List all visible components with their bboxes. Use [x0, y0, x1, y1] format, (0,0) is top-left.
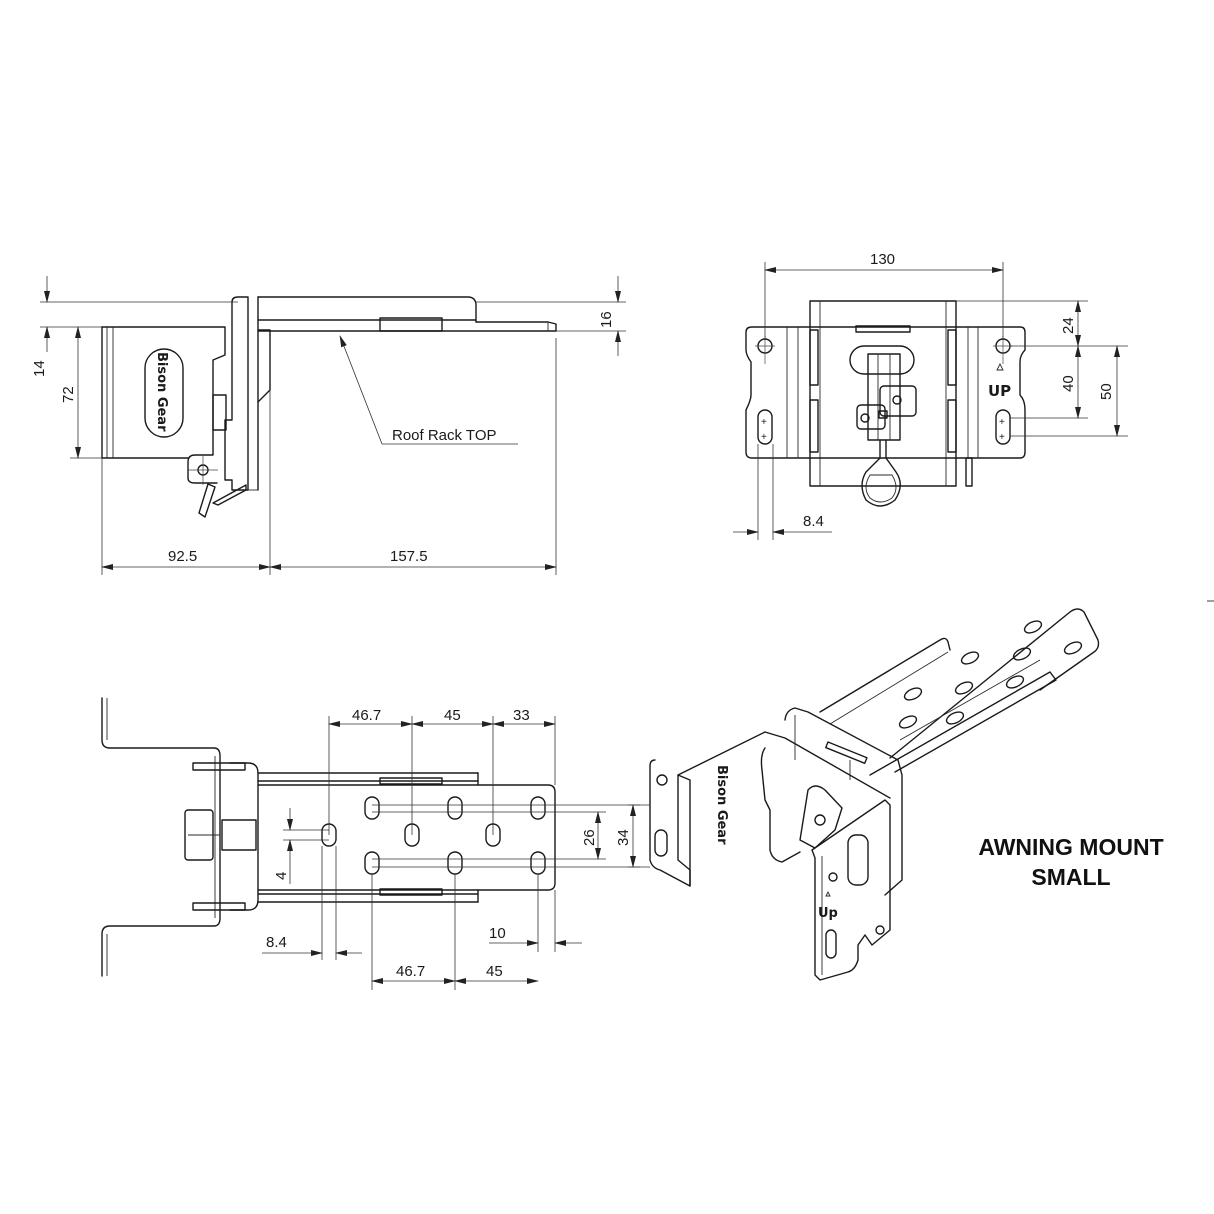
svg-text:+: +	[999, 432, 1005, 443]
dim-50: 50	[1098, 383, 1115, 400]
dim-45-bottom: 45	[486, 963, 503, 980]
title-line-1: AWNING MOUNT	[978, 834, 1164, 860]
title-line-2: SMALL	[1031, 864, 1111, 890]
dim-46-7-bottom: 46.7	[396, 963, 425, 980]
dim-14: 14	[31, 360, 48, 377]
dim-8-4-top: 8.4	[266, 934, 287, 951]
slot-holes	[321, 796, 546, 875]
front-view: + + + + UP 130 24 40 50	[733, 251, 1128, 540]
side-view: Bison Gear Roof Rack TOP 14	[31, 276, 626, 575]
roof-rack-top-label: Roof Rack TOP	[392, 427, 497, 444]
svg-text:+: +	[761, 432, 767, 443]
top-view: 46.7 45 33 26 34 4 8.4 10 46.7	[101, 697, 640, 990]
iso-up-engraving: Up	[818, 906, 838, 921]
dim-8-4-front: 8.4	[803, 513, 824, 530]
dim-130: 130	[870, 251, 895, 268]
iso-slots	[898, 620, 1083, 729]
dim-92-5: 92.5	[168, 548, 197, 565]
drawing-title: AWNING MOUNT SMALL	[940, 832, 1202, 892]
dim-4: 4	[273, 872, 290, 880]
dim-45-top: 45	[444, 707, 461, 724]
dim-46-7-top: 46.7	[352, 707, 381, 724]
iso-engraving-side: Bison Gear	[714, 765, 729, 845]
dim-33: 33	[513, 707, 530, 724]
dim-157-5: 157.5	[390, 548, 428, 565]
isometric-view: Bison Gear Up	[628, 608, 1100, 981]
dim-10: 10	[489, 925, 506, 942]
dim-34: 34	[615, 829, 632, 846]
dim-16: 16	[598, 311, 615, 328]
dim-72: 72	[60, 386, 77, 403]
dim-26: 26	[581, 829, 598, 846]
dim-24: 24	[1060, 317, 1077, 334]
svg-text:+: +	[999, 417, 1005, 428]
up-engraving: UP	[988, 382, 1011, 400]
svg-text:+: +	[761, 417, 767, 428]
dim-40: 40	[1060, 375, 1077, 392]
side-engraving: Bison Gear	[154, 352, 169, 432]
